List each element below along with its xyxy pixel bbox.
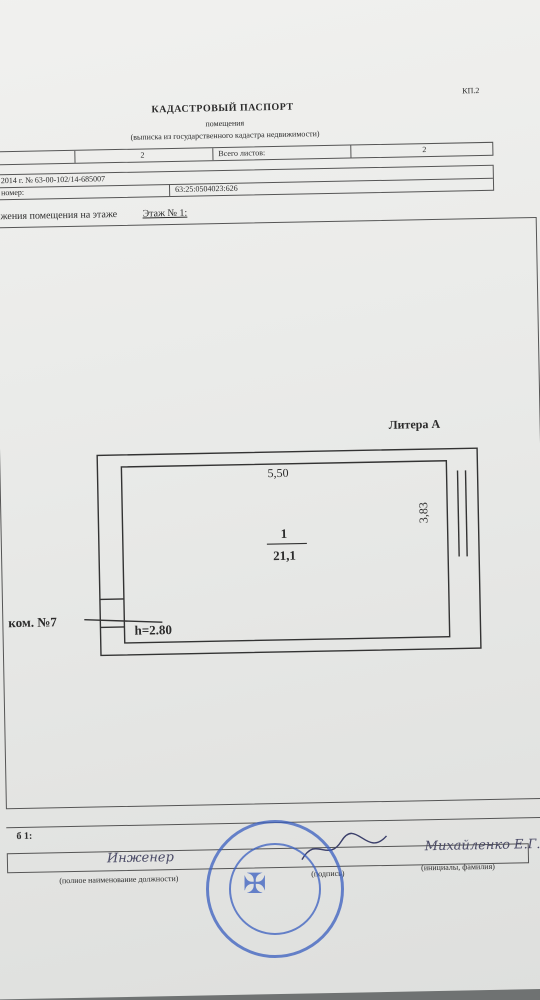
eagle-crest-icon: ✠ [243,867,266,901]
width-dimension: 5,50 [267,466,288,481]
room-number: 1 [281,526,288,542]
name-caption: (инициалы, фамилия) [421,862,495,872]
litera-label: Литера А [388,417,440,433]
window-line [466,470,468,556]
engineer-position: Инженер [107,850,174,866]
area-fraction-line [267,543,307,544]
window-line [458,471,460,557]
adjacent-room-label: ком. №7 [8,614,57,631]
room-height: h=2.80 [134,622,172,639]
room-area: 21,1 [273,548,296,564]
height-dimension: 3,83 [416,502,431,523]
engineer-name: Михайленко Е.Г. [425,837,540,854]
scale-label: б 1: [16,831,32,842]
official-stamp: ✠ [206,820,344,958]
